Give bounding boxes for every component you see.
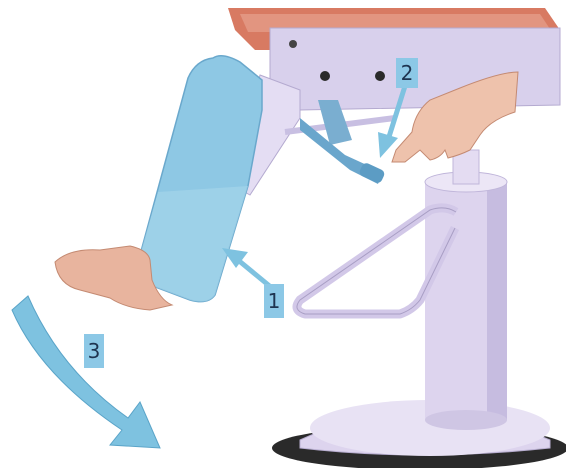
arrow-rotate-down [12, 296, 160, 448]
arrow-to-leg-rest [222, 248, 272, 288]
frame-bolt [320, 71, 330, 81]
callout-3: 3 [84, 334, 104, 368]
column-bottom [425, 410, 507, 430]
callout-2: 2 [396, 58, 418, 88]
hydraulic-column [425, 150, 507, 430]
callout-number: 1 [268, 289, 281, 313]
release-lever [285, 100, 395, 184]
leg-rest-edge [139, 186, 248, 302]
frame-bolt [289, 40, 297, 48]
callout-1: 1 [264, 284, 284, 318]
curved-arrow-body [12, 296, 160, 448]
chair-base [272, 400, 566, 468]
callout-number: 2 [401, 61, 414, 85]
callout-number: 3 [88, 339, 101, 363]
frame-bolt [375, 71, 385, 81]
column-shade [487, 182, 507, 420]
